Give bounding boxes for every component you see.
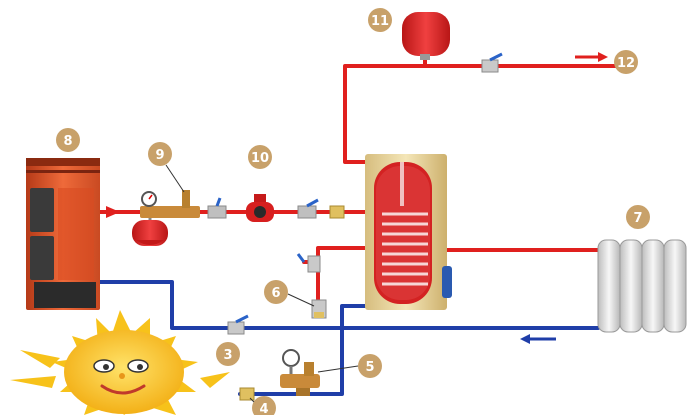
label-10: 10 <box>251 151 269 166</box>
hot-pipes <box>98 53 624 302</box>
pressure-gauge-icon <box>282 349 300 367</box>
expansion-vessel-top <box>402 12 450 60</box>
ball-valve-supply-2 <box>297 198 319 219</box>
heat-exchanger-coil <box>382 212 428 286</box>
supply-fitting <box>329 205 345 219</box>
hot-pipe-tank-to-top <box>343 64 624 164</box>
label-9: 9 <box>155 148 164 163</box>
circulation-pump <box>246 194 274 222</box>
label-badge-4: 4 <box>249 396 276 415</box>
label-5: 5 <box>365 360 374 375</box>
ball-valve-outlet <box>481 52 503 73</box>
label-badge-12: 12 <box>614 50 638 74</box>
check-valve-6 <box>311 299 327 319</box>
radiator <box>597 239 687 333</box>
cold-pipe-inlet-branch <box>238 304 374 396</box>
label-12: 12 <box>617 56 635 71</box>
indirect-water-heater <box>365 154 452 310</box>
ball-valve-supply-1 <box>207 197 227 219</box>
label-badge-6: 6 <box>264 280 315 307</box>
cold-pipe-boiler-return <box>98 280 600 330</box>
label-7: 7 <box>633 211 642 226</box>
sun-icon <box>10 310 230 415</box>
cold-arrow <box>520 334 530 344</box>
hot-arrow-outlet <box>598 52 608 62</box>
label-badge-10: 10 <box>248 145 272 169</box>
label-badge-11: 11 <box>368 8 392 32</box>
label-11: 11 <box>371 14 389 29</box>
hot-pipe-tank-loop <box>316 246 372 302</box>
label-badge-3: 3 <box>216 342 240 366</box>
label-badge-8: 8 <box>56 128 80 152</box>
label-3: 3 <box>223 348 232 363</box>
inlet-fitting <box>239 387 255 401</box>
label-badge-5: 5 <box>317 354 382 378</box>
pressure-reducer <box>280 349 320 396</box>
label-8: 8 <box>63 134 72 149</box>
ball-valve-return <box>227 314 249 335</box>
safety-group <box>140 190 200 218</box>
ball-valve-loop <box>296 253 321 273</box>
solid-fuel-boiler <box>26 158 100 310</box>
label-badge-9: 9 <box>148 142 185 193</box>
label-badge-7: 7 <box>626 205 650 229</box>
label-6: 6 <box>271 286 280 301</box>
label-4: 4 <box>259 402 268 415</box>
